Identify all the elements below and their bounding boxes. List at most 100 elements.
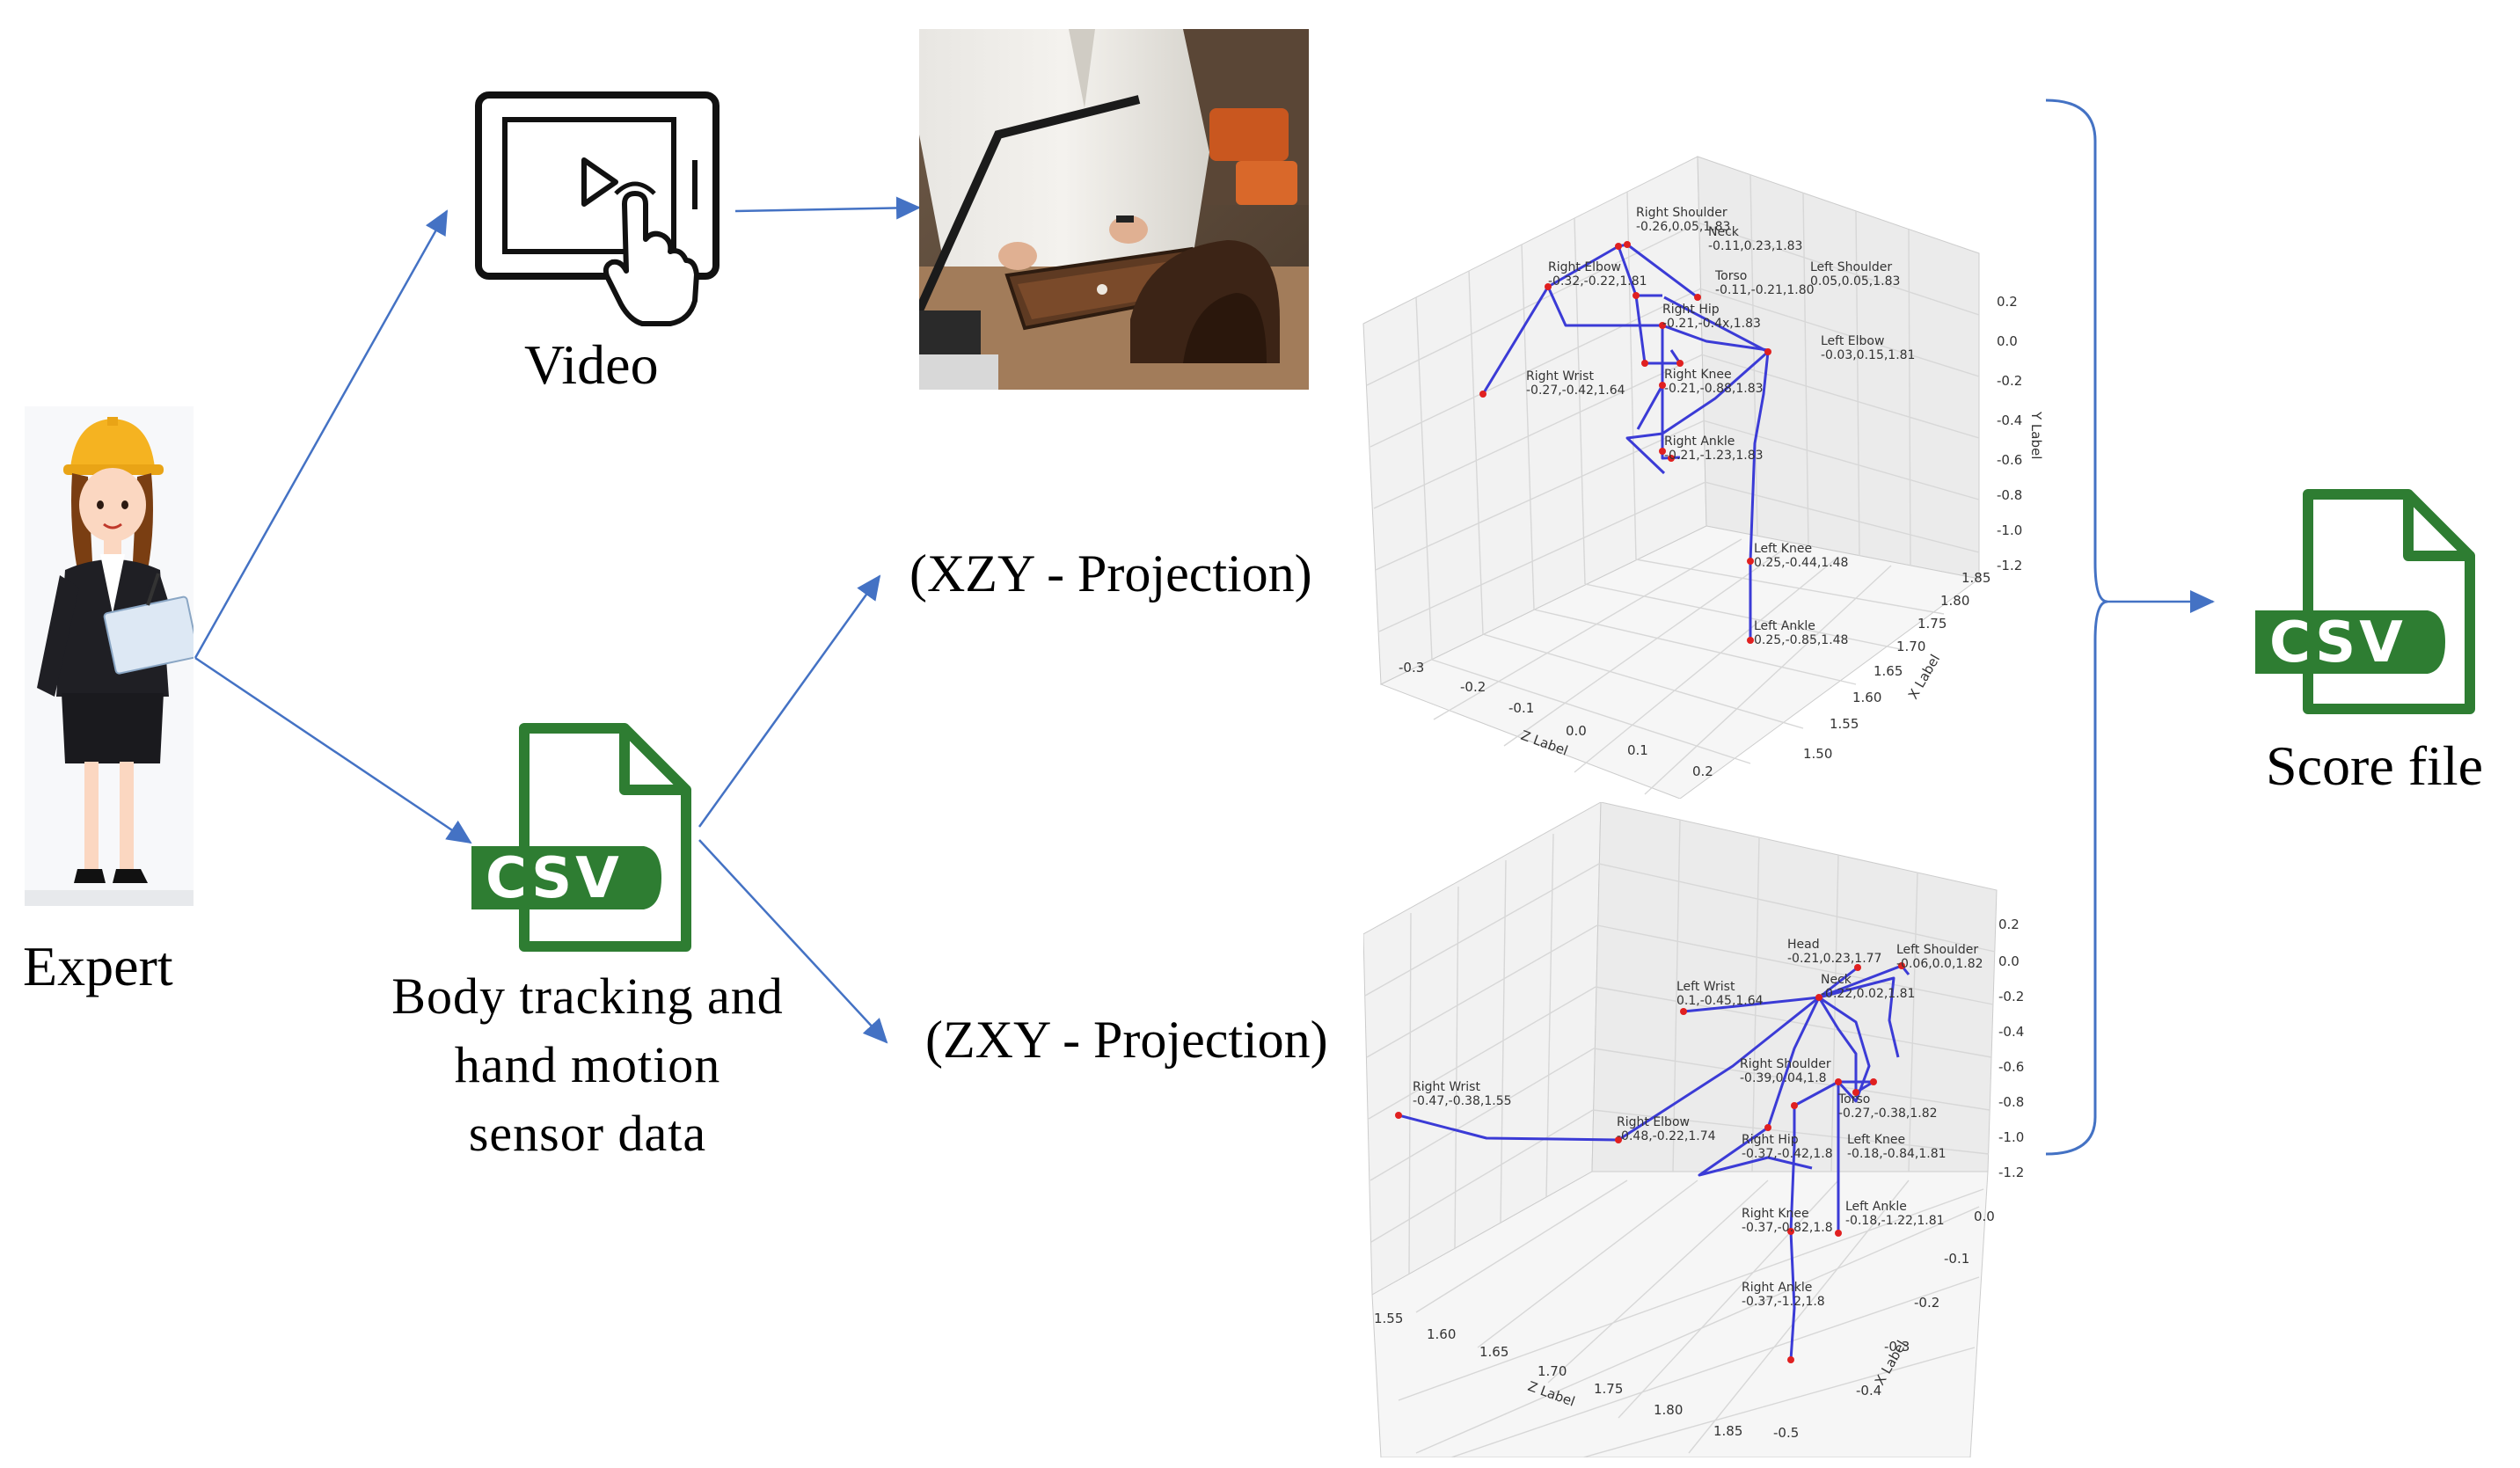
svg-text:Head: Head [1787, 938, 1820, 952]
svg-text:-0.4: -0.4 [1856, 1383, 1881, 1399]
svg-text:-0.2: -0.2 [1998, 989, 2024, 1004]
svg-text:-0.8: -0.8 [1998, 1094, 2024, 1110]
svg-text:Right Knee: Right Knee [1742, 1207, 1809, 1221]
xzy-x-ticks: 1.50 1.55 1.60 1.65 1.70 1.75 1.80 1.85 [1803, 570, 1990, 762]
xzy-3d-plot: Right Shoulder -0.26,0.05,1.83 Neck -0.1… [1328, 148, 2046, 800]
svg-text:-0.37,-1.2,1.8: -0.37,-1.2,1.8 [1742, 1295, 1825, 1309]
svg-text:-0.2: -0.2 [1997, 373, 2022, 389]
svg-text:Left Shoulder: Left Shoulder [1896, 943, 1978, 957]
zxy-joint-labels: Head -0.21,0.23,1.77 Left Shoulder -0.06… [1413, 938, 1983, 1309]
svg-text:-0.48,-0.22,1.74: -0.48,-0.22,1.74 [1617, 1129, 1716, 1143]
xzy-joint-labels: Right Shoulder -0.26,0.05,1.83 Neck -0.1… [1526, 206, 1915, 647]
svg-text:-0.21,-0.4x,1.83: -0.21,-0.4x,1.83 [1662, 317, 1761, 331]
svg-text:0.0: 0.0 [1998, 953, 2020, 969]
svg-text:1.60: 1.60 [1427, 1326, 1456, 1342]
arrow-video-to-photo [734, 196, 921, 220]
svg-text:-0.27,-0.38,1.82: -0.27,-0.38,1.82 [1838, 1106, 1938, 1121]
svg-text:-0.18,-1.22,1.81: -0.18,-1.22,1.81 [1845, 1214, 1945, 1228]
svg-text:Left Ankle: Left Ankle [1754, 619, 1815, 633]
svg-text:1.85: 1.85 [1713, 1423, 1742, 1439]
svg-text:Right Ankle: Right Ankle [1742, 1281, 1812, 1295]
svg-text:1.70: 1.70 [1538, 1363, 1567, 1379]
zxy-z-ticks: 1.55 1.60 1.65 1.70 1.75 1.80 1.85 [1374, 1311, 1742, 1439]
svg-text:1.60: 1.60 [1852, 690, 1881, 705]
svg-text:-0.37,-0.82,1.8: -0.37,-0.82,1.8 [1742, 1221, 1833, 1235]
svg-text:Left Knee: Left Knee [1847, 1133, 1905, 1147]
svg-text:Left Elbow: Left Elbow [1821, 334, 1884, 348]
svg-text:1.55: 1.55 [1830, 716, 1859, 732]
zxy-x-ticks: 0.0 -0.1 -0.2 -0.3 -0.4 -0.5 [1773, 1209, 1995, 1441]
svg-text:0.1: 0.1 [1627, 742, 1648, 758]
svg-text:Right Wrist: Right Wrist [1413, 1080, 1480, 1094]
zxy-y-ticks: 0.2 0.0 -0.2 -0.4 -0.6 -0.8 -1.0 -1.2 [1998, 917, 2024, 1180]
svg-text:-0.27,-0.42,1.64: -0.27,-0.42,1.64 [1526, 383, 1625, 398]
svg-text:-0.37,-0.42,1.8: -0.37,-0.42,1.8 [1742, 1147, 1833, 1161]
csv-file-icon: CSV [468, 721, 700, 953]
svg-text:1.80: 1.80 [1654, 1402, 1683, 1418]
expert-icon [25, 406, 200, 906]
svg-text:0.0: 0.0 [1566, 723, 1587, 739]
svg-text:0.25,-0.44,1.48: 0.25,-0.44,1.48 [1754, 556, 1848, 570]
svg-text:0.25,-0.85,1.48: 0.25,-0.85,1.48 [1754, 633, 1848, 647]
svg-text:Right Elbow: Right Elbow [1617, 1115, 1690, 1129]
svg-text:0.05,0.05,1.83: 0.05,0.05,1.83 [1810, 274, 1900, 288]
svg-text:-0.18,-0.84,1.81: -0.18,-0.84,1.81 [1847, 1147, 1947, 1161]
svg-text:-0.06,0.0,1.82: -0.06,0.0,1.82 [1896, 957, 1983, 971]
svg-text:-0.1: -0.1 [1944, 1251, 1969, 1267]
video-icon [475, 90, 723, 329]
score-csv-icon: CSV [2252, 487, 2484, 719]
video-label: Video [524, 333, 659, 396]
svg-text:-0.6: -0.6 [1998, 1059, 2024, 1075]
zxy-projection-label: (ZXY - Projection) [925, 1011, 1328, 1069]
svg-text:1.75: 1.75 [1917, 616, 1947, 632]
xzy-projection-label: (XZY - Projection) [909, 544, 1312, 603]
svg-text:-0.4: -0.4 [1998, 1024, 2024, 1040]
svg-text:Right Elbow: Right Elbow [1548, 260, 1621, 274]
svg-text:0.2: 0.2 [1997, 294, 2018, 310]
arrow-expert-to-csv [194, 656, 472, 844]
svg-text:-0.3: -0.3 [1399, 660, 1424, 676]
sensor-label-line-3: sensor data [468, 1105, 707, 1162]
svg-text:-0.2: -0.2 [1460, 679, 1486, 695]
video-frame-photo [919, 29, 1309, 390]
svg-text:Neck: Neck [1708, 225, 1740, 239]
svg-text:1.75: 1.75 [1594, 1381, 1623, 1397]
svg-text:-0.47,-0.38,1.55: -0.47,-0.38,1.55 [1413, 1094, 1512, 1108]
svg-text:0.2: 0.2 [1692, 763, 1713, 779]
score-csv-icon-text: CSV [2269, 610, 2407, 676]
svg-text:-0.1: -0.1 [1508, 700, 1534, 716]
svg-text:-0.39,0.04,1.8: -0.39,0.04,1.8 [1740, 1071, 1827, 1085]
zxy-3d-plot: Head -0.21,0.23,1.77 Left Shoulder -0.06… [1362, 801, 2046, 1458]
svg-text:Right Hip: Right Hip [1662, 303, 1720, 317]
zxy-plot-svg: Head -0.21,0.23,1.77 Left Shoulder -0.06… [1362, 801, 2046, 1458]
expert-figure [25, 406, 200, 906]
svg-text:-0.22,0.02,1.81: -0.22,0.02,1.81 [1821, 987, 1915, 1001]
svg-text:Right Ankle: Right Ankle [1664, 435, 1735, 449]
svg-text:Torso: Torso [1714, 269, 1747, 283]
svg-text:1.65: 1.65 [1479, 1344, 1508, 1360]
svg-text:1.50: 1.50 [1803, 746, 1832, 762]
csv-file-icon-text: CSV [486, 846, 623, 911]
svg-text:-0.8: -0.8 [1997, 487, 2022, 503]
svg-text:Right Knee: Right Knee [1664, 368, 1732, 382]
svg-text:1.55: 1.55 [1374, 1311, 1403, 1326]
svg-text:1.80: 1.80 [1940, 593, 1969, 609]
arrow-csv-to-xzy [698, 574, 881, 828]
svg-text:-0.2: -0.2 [1914, 1295, 1939, 1311]
svg-text:-0.3: -0.3 [1884, 1339, 1910, 1355]
svg-text:1.65: 1.65 [1874, 663, 1903, 679]
svg-text:-0.32,-0.22,1.81: -0.32,-0.22,1.81 [1548, 274, 1647, 288]
xzy-z-ticks: -0.3 -0.2 -0.1 0.0 0.1 0.2 [1399, 660, 1713, 779]
xzy-y-ticks: 0.2 0.0 -0.2 -0.4 -0.6 -0.8 -1.0 -1.2 [1997, 294, 2022, 573]
svg-text:Torso: Torso [1837, 1092, 1870, 1106]
svg-text:0.1,-0.45,1.64: 0.1,-0.45,1.64 [1676, 994, 1764, 1008]
svg-text:Right Hip: Right Hip [1742, 1133, 1799, 1147]
svg-text:-1.0: -1.0 [1998, 1129, 2024, 1145]
svg-text:Left Knee: Left Knee [1754, 542, 1812, 556]
svg-text:Left Shoulder: Left Shoulder [1810, 260, 1892, 274]
svg-text:Right Shoulder: Right Shoulder [1740, 1057, 1831, 1071]
svg-text:0.0: 0.0 [1997, 333, 2018, 349]
svg-text:1.70: 1.70 [1896, 639, 1925, 654]
svg-text:-0.11,-0.21,1.80: -0.11,-0.21,1.80 [1715, 283, 1815, 297]
